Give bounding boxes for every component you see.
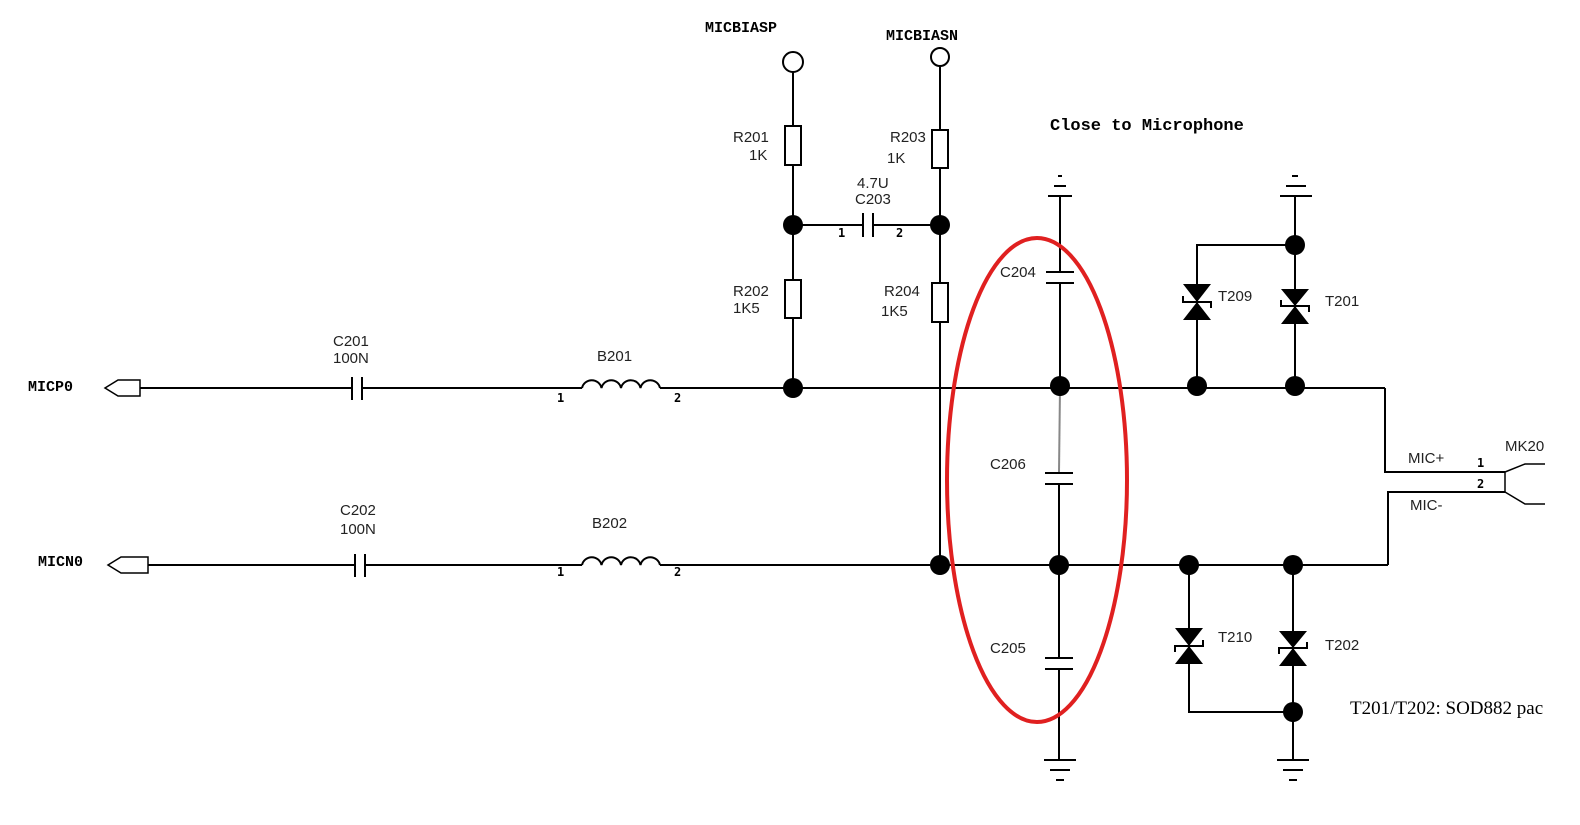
cap-column <box>1044 175 1076 781</box>
b201-pin2: 2 <box>674 391 681 405</box>
junctions <box>783 215 1305 722</box>
r202-resistor <box>784 279 802 319</box>
t202-ref: T202 <box>1325 637 1359 654</box>
micn0-wire <box>148 491 1505 577</box>
mk20-pin2: 2 <box>1477 477 1484 491</box>
c205-ref: C205 <box>990 640 1026 657</box>
mk20-pin1: 1 <box>1477 456 1484 470</box>
micbiasp-terminal <box>782 51 804 73</box>
r201-ref: R201 <box>733 129 769 146</box>
net-label-micbiasp: MICBIASP <box>705 20 777 37</box>
c203-capacitor <box>793 213 940 237</box>
tvs-top <box>1182 175 1312 388</box>
c204-ref: C204 <box>1000 264 1036 281</box>
b201-pin1: 1 <box>557 391 564 405</box>
note-package: T201/T202: SOD882 pac <box>1350 698 1543 719</box>
c203-pin1: 1 <box>838 226 845 240</box>
b202-pin2: 2 <box>674 565 681 579</box>
note-close-to-microphone: Close to Microphone <box>1050 117 1244 136</box>
micbiasn-terminal <box>930 47 950 67</box>
bias-left-branch <box>784 72 802 388</box>
net-label-mic-minus: MIC- <box>1410 497 1443 514</box>
c201-ref: C201 <box>333 333 369 350</box>
t209-ref: T209 <box>1218 288 1252 305</box>
net-label-micbiasn: MICBIASN <box>886 28 958 45</box>
b202-inductor <box>581 556 661 566</box>
r204-ref: R204 <box>884 283 920 300</box>
c203-ref: C203 <box>855 191 891 208</box>
r202-ref: R202 <box>733 283 769 300</box>
c206-ref: C206 <box>990 456 1026 473</box>
tvs-bottom <box>1174 565 1309 781</box>
micn0-port-icon <box>106 556 149 574</box>
c202-ref: C202 <box>340 502 376 519</box>
c203-value: 4.7U <box>857 175 889 192</box>
r204-resistor <box>931 282 949 323</box>
t201-ref: T201 <box>1325 293 1359 310</box>
r204-value: 1K5 <box>881 303 908 320</box>
b201-inductor <box>581 379 661 389</box>
micp0-port-icon <box>103 379 141 397</box>
net-label-mic-plus: MIC+ <box>1408 450 1444 467</box>
highlight-ellipse <box>945 236 1129 724</box>
b201-ref: B201 <box>597 348 632 365</box>
microphone-icon <box>1504 463 1545 505</box>
b202-ref: B202 <box>592 515 627 532</box>
r201-resistor <box>784 125 802 166</box>
b202-pin1: 1 <box>557 565 564 579</box>
c201-value: 100N <box>333 350 369 367</box>
r203-ref: R203 <box>890 129 926 146</box>
r201-value: 1K <box>749 147 767 164</box>
net-label-micn0: MICN0 <box>38 554 83 571</box>
c203-pin2: 2 <box>896 226 903 240</box>
net-label-micp0: MICP0 <box>28 379 73 396</box>
r203-resistor <box>931 129 949 169</box>
r203-value: 1K <box>887 150 905 167</box>
r202-value: 1K5 <box>733 300 760 317</box>
micp0-wire <box>140 377 1505 473</box>
t210-ref: T210 <box>1218 629 1252 646</box>
mk20-ref: MK20 <box>1505 438 1544 455</box>
c202-value: 100N <box>340 521 376 538</box>
